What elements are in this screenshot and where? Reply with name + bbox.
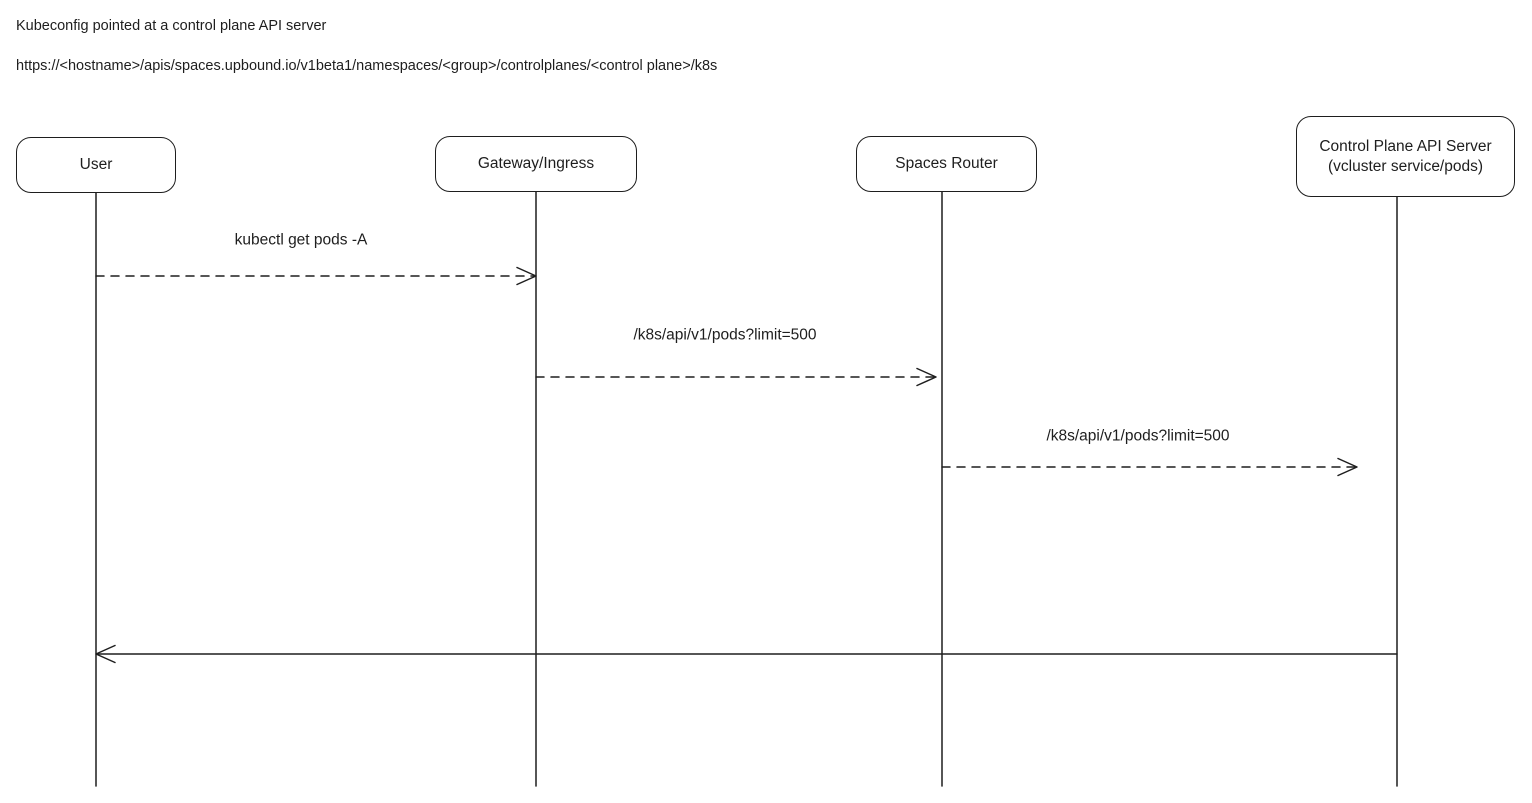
actor-box-spaces-router: Spaces Router — [856, 136, 1037, 192]
actor-box-user: User — [16, 137, 176, 193]
actor-label: Spaces Router — [895, 155, 998, 172]
message-label-k8s-api-pods-1: /k8s/api/v1/pods?limit=500 — [633, 326, 817, 344]
arrowhead-icon — [1337, 457, 1358, 477]
actor-box-gateway-ingress: Gateway/Ingress — [435, 136, 637, 192]
actor-label: Control Plane API Server — [1319, 137, 1492, 155]
actor-sublabel: (vcluster service/pods) — [1327, 157, 1484, 175]
arrowhead-icon — [516, 266, 537, 286]
diagram-url: https://<hostname>/apis/spaces.upbound.i… — [16, 58, 718, 74]
message-label-k8s-api-pods-2: /k8s/api/v1/pods?limit=500 — [1046, 427, 1230, 445]
message-label-kubectl-get-pods: kubectl get pods -A — [234, 231, 368, 249]
actor-label: Gateway/Ingress — [477, 155, 595, 172]
actor-label: User — [79, 156, 113, 173]
actor-box-control-plane-api-server: Control Plane API Server (vcluster servi… — [1296, 116, 1515, 197]
arrowhead-icon — [95, 644, 116, 664]
arrowhead-icon — [916, 367, 937, 387]
diagram-title: Kubeconfig pointed at a control plane AP… — [16, 18, 327, 34]
